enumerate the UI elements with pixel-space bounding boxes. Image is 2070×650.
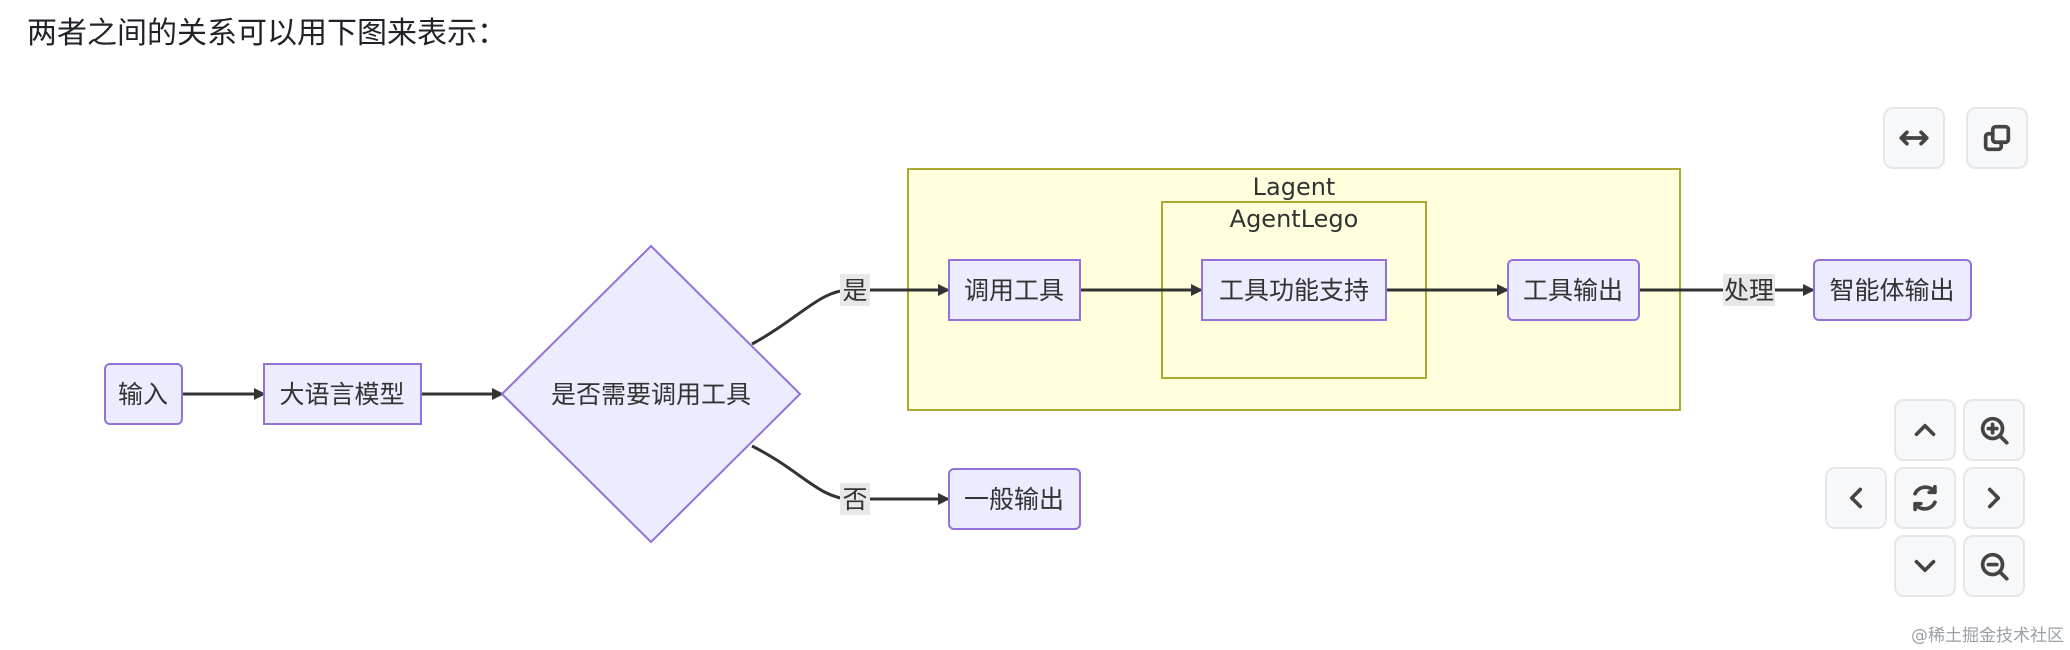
- node-llm: 大语言模型: [263, 363, 422, 425]
- pan-left-button[interactable]: [1825, 467, 1887, 529]
- chevron-up-icon: [1914, 423, 1936, 437]
- node-general-output: 一般输出: [948, 468, 1081, 530]
- zoom-out-icon: [1980, 552, 2009, 581]
- cluster-lagent-label: Lagent: [1253, 173, 1336, 201]
- intro-text: 两者之间的关系可以用下图来表示：: [27, 16, 507, 51]
- svg-text:一般输出: 一般输出: [964, 485, 1064, 514]
- copy-icon: [1983, 124, 2011, 152]
- pan-up-button[interactable]: [1894, 399, 1956, 461]
- node-decision: 是否需要调用工具: [500, 244, 802, 544]
- svg-text:工具功能支持: 工具功能支持: [1219, 276, 1369, 305]
- node-tool-support: 工具功能支持: [1201, 259, 1387, 321]
- svg-text:处理: 处理: [1724, 276, 1774, 305]
- node-call-tool: 调用工具: [948, 259, 1081, 321]
- chevron-down-icon: [1914, 559, 1936, 573]
- edge-label-no: 否: [840, 483, 870, 515]
- reset-button[interactable]: [1894, 467, 1956, 529]
- svg-text:输入: 输入: [118, 380, 168, 409]
- svg-text:大语言模型: 大语言模型: [279, 380, 404, 409]
- chevron-right-icon: [1987, 487, 2001, 509]
- watermark: @稀土掘金技术社区: [1911, 626, 2064, 646]
- node-agent-output: 智能体输出: [1813, 259, 1972, 321]
- edge-label-yes: 是: [840, 274, 870, 306]
- cluster-agentlego-label: AgentLego: [1230, 205, 1359, 233]
- svg-text:调用工具: 调用工具: [964, 276, 1064, 305]
- expand-horizontal-icon: [1899, 130, 1929, 146]
- svg-text:否: 否: [842, 485, 867, 514]
- node-tool-output: 工具输出: [1507, 259, 1640, 321]
- svg-text:工具输出: 工具输出: [1523, 276, 1623, 305]
- svg-text:智能体输出: 智能体输出: [1829, 276, 1954, 305]
- cluster-agentlego: AgentLego: [1161, 201, 1427, 379]
- zoom-in-icon: [1980, 416, 2009, 445]
- pan-right-button[interactable]: [1963, 467, 2025, 529]
- chevron-left-icon: [1849, 487, 1863, 509]
- edge-label-process: 处理: [1723, 274, 1775, 306]
- expand-button[interactable]: [1883, 107, 1945, 169]
- node-input: 输入: [104, 363, 183, 425]
- svg-text:是否需要调用工具: 是否需要调用工具: [551, 380, 751, 409]
- refresh-icon: [1913, 484, 1937, 512]
- zoom-in-button[interactable]: [1963, 399, 2025, 461]
- pan-down-button[interactable]: [1894, 535, 1956, 597]
- svg-text:是: 是: [842, 276, 867, 305]
- copy-button[interactable]: [1966, 107, 2028, 169]
- zoom-out-button[interactable]: [1963, 535, 2025, 597]
